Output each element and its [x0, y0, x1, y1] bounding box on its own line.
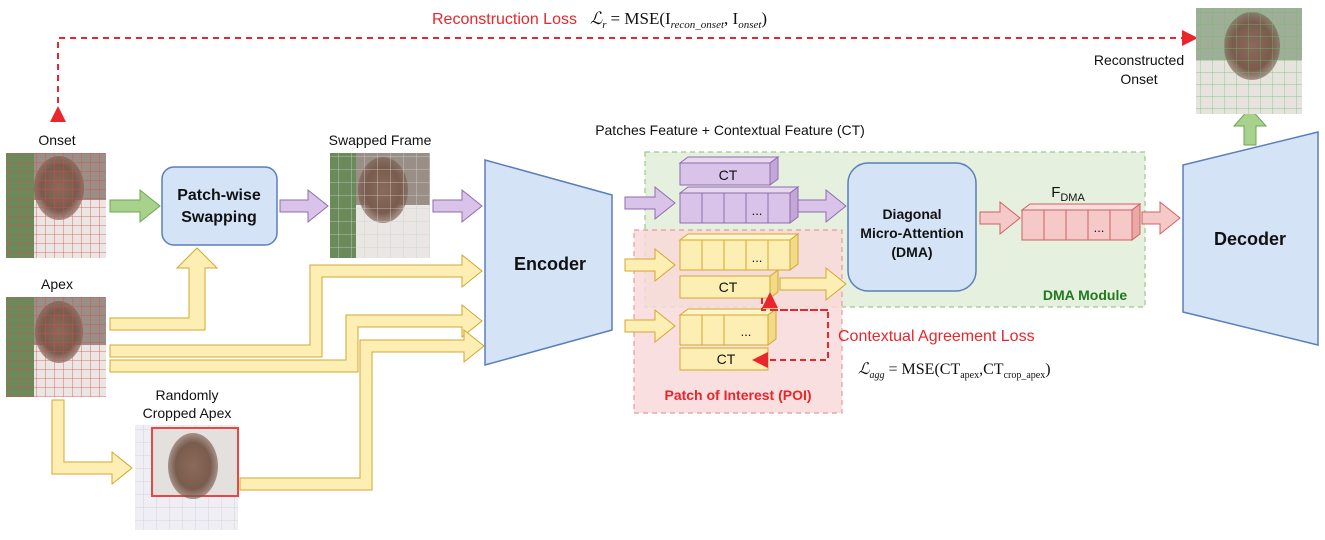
dma-label-3: (DMA) — [891, 244, 932, 260]
purple-to-dma-arrow — [797, 188, 847, 224]
cropped-feature-stack — [678, 308, 778, 371]
cropped-apex-label-2: Cropped Apex — [143, 405, 232, 421]
onset-to-swap-arrow — [109, 188, 161, 224]
fdma-to-decoder-arrow — [1141, 200, 1181, 236]
apex-image — [6, 297, 106, 397]
reconstructed-label-2: Onset — [1120, 71, 1157, 87]
apex-label: Apex — [41, 276, 73, 292]
dma-to-fdma-arrow — [979, 200, 1021, 236]
dma-label-2: Micro-Attention — [860, 225, 963, 241]
encoder-to-yellow-arrow-1 — [624, 247, 676, 283]
reconstruction-loss-label: Reconstruction Loss — [432, 11, 577, 28]
dma-label-1: Diagonal — [882, 206, 941, 222]
frame-to-encoder-arrow — [432, 188, 483, 224]
agg-loss-path — [752, 298, 829, 368]
encoder-to-yellow-arrow-2 — [624, 308, 676, 344]
poi-label: Patch of Interest (POI) — [664, 387, 811, 403]
onset-ct-label: CT — [719, 167, 738, 183]
onset-dots: ... — [752, 203, 763, 218]
fdma-dots: ... — [1094, 220, 1105, 235]
yellow-to-dma-arrow — [779, 266, 847, 302]
encoder-to-purple-arrow — [624, 185, 676, 221]
swapped-frame-label: Swapped Frame — [329, 132, 432, 148]
fdma-feature-stack — [1020, 203, 1142, 241]
reconstructed-onset-image — [1196, 8, 1302, 114]
apex-dots: ... — [752, 250, 763, 265]
swap-to-frame-arrow — [279, 188, 329, 224]
patch-wise-swapping-block — [161, 166, 278, 246]
fdma-label: FDMA — [1051, 184, 1085, 204]
decoder-label: Decoder — [1214, 229, 1286, 249]
cropped-apex-label-1: Randomly — [155, 387, 218, 403]
patch-wise-swapping-label-1: Patch-wise — [177, 187, 261, 204]
patch-wise-swapping-label-2: Swapping — [181, 209, 257, 226]
dma-module-label: DMA Module — [1043, 287, 1127, 303]
dma-block — [847, 162, 977, 292]
onset-label: Onset — [38, 132, 75, 148]
decoder-block — [1182, 131, 1319, 346]
crop-to-encoder-arrow-visible — [239, 328, 485, 491]
onset-feature-stack — [678, 156, 800, 224]
cropped-ct-label: CT — [717, 351, 736, 367]
encoder-label: Encoder — [514, 254, 586, 274]
agg-loss-label: Contextual Agreement Loss — [838, 328, 1035, 345]
onset-image — [6, 153, 106, 258]
reconstruction-loss-path — [50, 30, 1198, 122]
features-header: Patches Feature + Contextual Feature (CT… — [595, 122, 865, 138]
reconstructed-label-1: Reconstructed — [1094, 52, 1184, 68]
apex-to-crop-arrow — [51, 399, 133, 486]
encoder-block — [484, 159, 613, 366]
apex-ct-label: CT — [719, 279, 738, 295]
apex-to-encoder-arrow-1 — [109, 253, 483, 358]
apex-to-swap-arrow — [109, 247, 219, 331]
reconstruction-loss-formula: ℒr= MSE(Irecon_onset, Ionset) — [590, 9, 767, 31]
agg-loss-path-top — [762, 292, 828, 311]
apex-to-encoder-arrow-2 — [109, 303, 483, 373]
agg-loss-formula: ℒagg= MSE(CTapex,CTcrop_apex) — [858, 361, 1051, 381]
apex-feature-stack — [678, 233, 800, 299]
decoder-to-output-arrow — [1232, 107, 1268, 146]
cropped-dots: ... — [741, 324, 752, 339]
swapped-frame-image — [330, 153, 430, 258]
cropped-apex-image — [135, 425, 239, 530]
